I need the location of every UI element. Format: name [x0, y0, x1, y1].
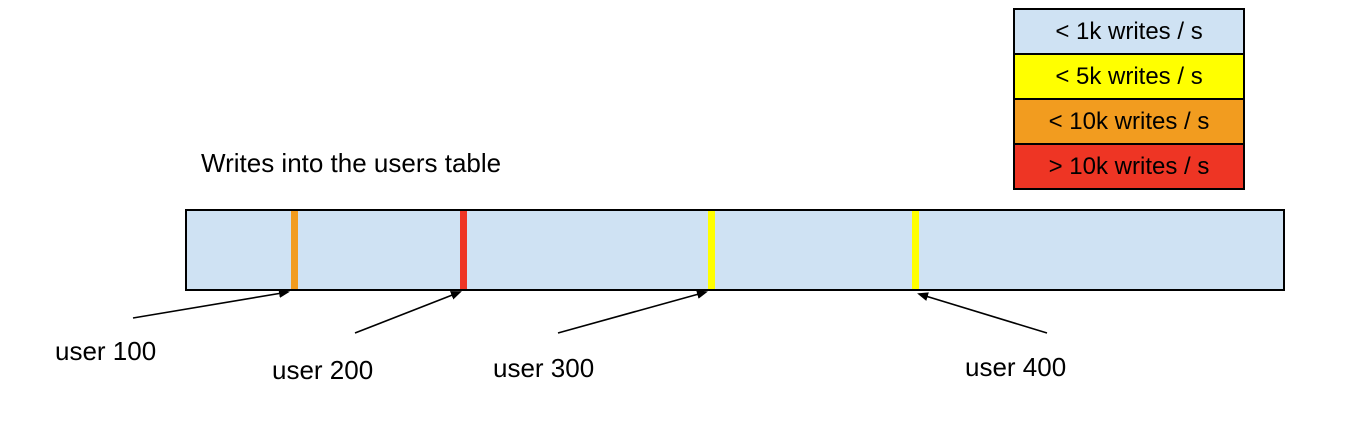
legend-item: < 1k writes / s: [1013, 8, 1245, 55]
legend-item: < 10k writes / s: [1013, 98, 1245, 145]
user-write-stripe: [708, 211, 715, 289]
legend-item: < 5k writes / s: [1013, 53, 1245, 100]
arrow-line: [354, 291, 462, 334]
user-label: user 100: [55, 336, 157, 366]
user-write-stripe: [912, 211, 919, 289]
user-label: user 400: [965, 352, 1067, 382]
legend-item: > 10k writes / s: [1013, 143, 1245, 190]
arrow-line: [917, 292, 1048, 334]
arrow-line: [132, 289, 290, 319]
diagram-title: Writes into the users table: [201, 148, 502, 178]
user-label: user 300: [493, 353, 595, 383]
user-write-stripe: [460, 211, 467, 289]
legend-item-label: < 1k writes / s: [1055, 17, 1203, 45]
user-label: user 200: [272, 355, 374, 385]
legend-item-label: > 10k writes / s: [1048, 152, 1210, 180]
legend-item-label: < 10k writes / s: [1048, 107, 1210, 135]
legend-item-label: < 5k writes / s: [1055, 62, 1203, 90]
user-write-stripe: [291, 211, 298, 289]
legend: < 1k writes / s < 5k writes / s < 10k writ…: [1013, 8, 1245, 190]
users-table-bar: [185, 209, 1285, 291]
arrow-line: [557, 290, 708, 334]
